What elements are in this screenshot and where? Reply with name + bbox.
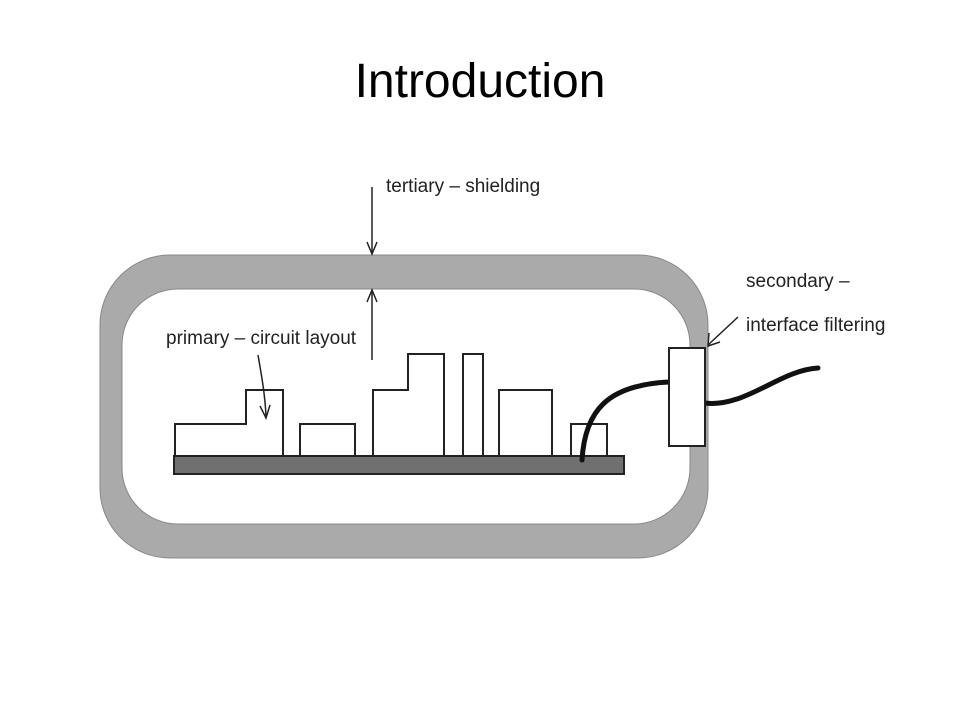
slide-title: Introduction	[354, 55, 606, 108]
pointer-arrows	[257, 187, 739, 421]
circuit-components	[174, 353, 608, 457]
tertiary-arrowhead-down	[366, 241, 378, 256]
component-medium-block	[498, 389, 553, 457]
label-primary-circuit-layout: primary – circuit layout	[166, 328, 357, 349]
cable	[579, 365, 821, 463]
primary-arrowhead	[259, 404, 271, 421]
tertiary-arrowhead-up	[366, 288, 378, 303]
component-tall-stepped-block	[372, 353, 445, 456]
label-secondary-line2: interface filtering	[746, 315, 885, 336]
component-narrow-block	[462, 353, 484, 457]
label-secondary-line1: secondary –	[746, 271, 850, 292]
component-stepped-block	[174, 389, 284, 456]
circuit-board	[173, 455, 625, 475]
secondary-arrowhead	[707, 332, 721, 348]
label-tertiary-shielding: tertiary – shielding	[386, 176, 540, 197]
primary-arrow	[257, 354, 267, 417]
shield-enclosure	[99, 254, 709, 559]
interface-filter-box	[668, 347, 706, 447]
secondary-arrow	[707, 316, 739, 346]
component-small-block	[299, 423, 356, 457]
